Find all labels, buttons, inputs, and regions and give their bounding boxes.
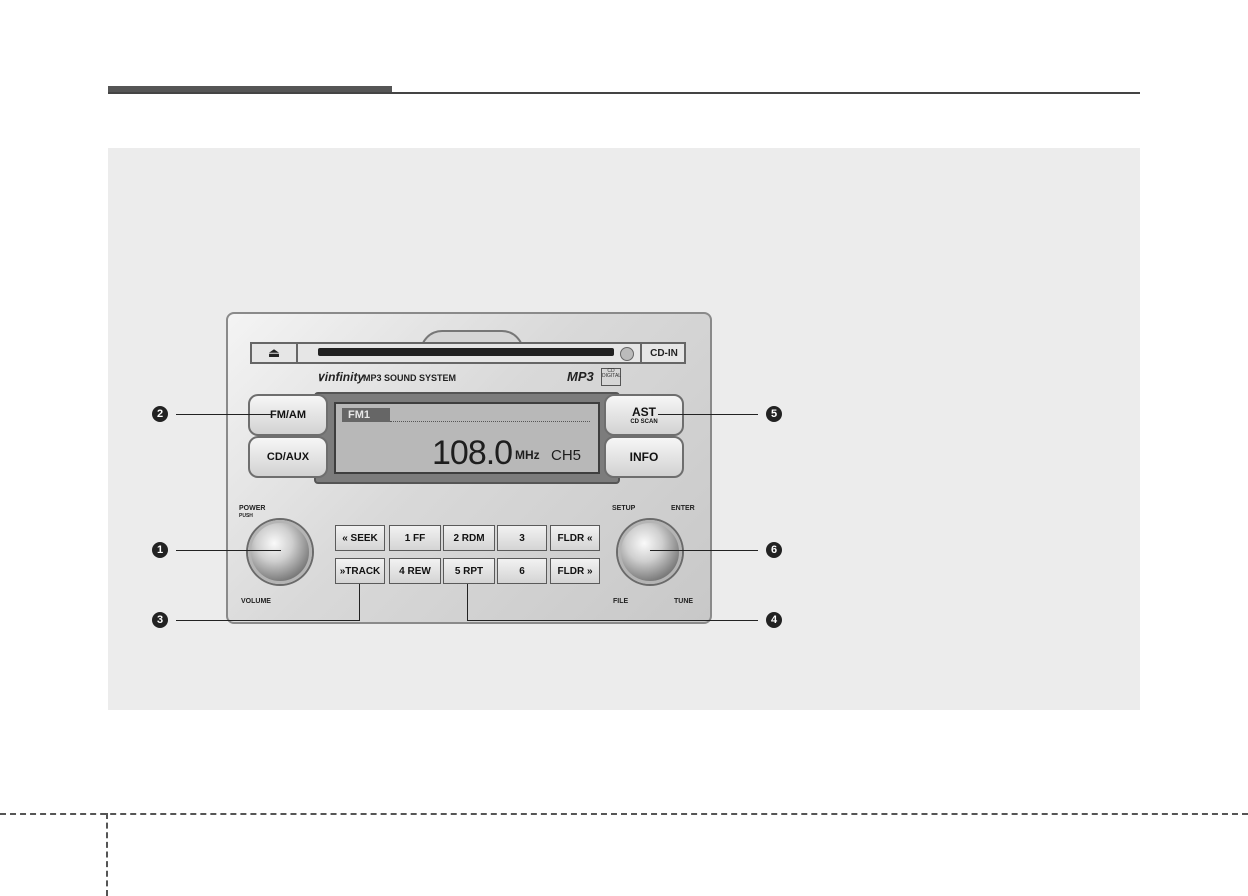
display-frequency: 108.0 — [432, 434, 512, 473]
display-divider — [390, 421, 590, 422]
callout-6-line — [650, 550, 758, 551]
power-volume-knob[interactable] — [248, 520, 312, 584]
callout-6: 6 — [766, 542, 782, 558]
callout-3-line — [176, 620, 360, 621]
seek-button[interactable]: « SEEK — [335, 525, 385, 551]
info-button[interactable]: INFO — [604, 436, 684, 478]
setup-label: SETUP — [612, 505, 635, 512]
preset-5-button[interactable]: 5 RPT — [443, 558, 495, 584]
cd-slot — [318, 348, 614, 356]
fm-am-button[interactable]: FM/AM — [248, 394, 328, 436]
ast-label: AST — [632, 405, 656, 419]
system-label: MP3 SOUND SYSTEM — [363, 373, 456, 383]
enter-label: ENTER — [671, 505, 695, 512]
header-rule — [108, 92, 1140, 94]
cd-scan-label: CD SCAN — [630, 419, 657, 425]
display-channel: CH5 — [551, 447, 581, 464]
display-frequency-unit: MHz — [515, 448, 540, 462]
preset-6-button[interactable]: 6 — [497, 558, 547, 584]
eject-button[interactable]: ⏏ — [252, 344, 298, 362]
preset-1-button[interactable]: 1 FF — [389, 525, 441, 551]
display-band: FM1 — [342, 408, 390, 422]
volume-label: VOLUME — [241, 598, 271, 605]
eject-icon: ⏏ — [268, 345, 280, 361]
track-button[interactable]: »TRACK — [335, 558, 385, 584]
callout-4-line — [467, 620, 758, 621]
info-label: INFO — [630, 450, 659, 464]
brand-logo: ∨infinity — [316, 370, 364, 384]
callout-4-line-vertical — [467, 584, 468, 620]
cd-aux-button[interactable]: CD/AUX — [248, 436, 328, 478]
footer-dashed-rule — [0, 813, 1248, 815]
file-label: FILE — [613, 598, 628, 605]
callout-2: 2 — [152, 406, 168, 422]
power-label: POWER — [239, 505, 265, 512]
tune-enter-knob[interactable] — [618, 520, 682, 584]
cd-in-indicator: CD-IN — [640, 344, 686, 362]
push-label: PUSH — [239, 513, 253, 519]
tune-label: TUNE — [674, 598, 693, 605]
ast-button[interactable]: AST CD SCAN — [604, 394, 684, 436]
mp3-logo: MP3 — [567, 369, 594, 384]
callout-2-line — [176, 414, 276, 415]
callout-1: 1 — [152, 542, 168, 558]
footer-dashed-divider — [106, 813, 108, 896]
callout-4: 4 — [766, 612, 782, 628]
callout-3-line-vertical — [359, 584, 360, 620]
preset-2-button[interactable]: 2 RDM — [443, 525, 495, 551]
callout-5: 5 — [766, 406, 782, 422]
cd-aux-label: CD/AUX — [267, 451, 309, 463]
fm-am-label: FM/AM — [270, 409, 306, 421]
preset-4-button[interactable]: 4 REW — [389, 558, 441, 584]
folder-up-button[interactable]: FLDR « — [550, 525, 600, 551]
callout-3: 3 — [152, 612, 168, 628]
preset-3-button[interactable]: 3 — [497, 525, 547, 551]
callout-1-line — [176, 550, 281, 551]
folder-down-button[interactable]: FLDR » — [550, 558, 600, 584]
cd-indicator-icon — [620, 347, 634, 361]
callout-5-line — [658, 414, 758, 415]
